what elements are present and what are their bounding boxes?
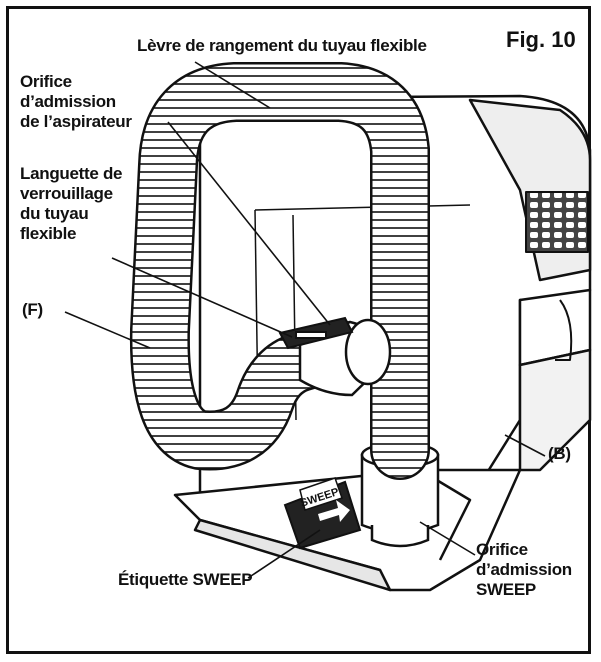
- label-line: Languette de: [20, 164, 123, 183]
- label-hose-lock-tab: Languette de verrouillage du tuyau flexi…: [20, 164, 122, 244]
- label-line: SWEEP: [476, 580, 536, 599]
- flex-hose: [129, 62, 430, 480]
- label-sweep-decal: Étiquette SWEEP: [118, 570, 253, 589]
- label-line: Orifice: [476, 540, 528, 559]
- label-sweep-intake: Orifice d’admission SWEEP: [476, 540, 572, 600]
- label-line: de l’aspirateur: [20, 112, 132, 131]
- label-line: du tuyau: [20, 204, 89, 223]
- label-line: d’admission: [476, 560, 572, 579]
- label-line: d’admission: [20, 92, 116, 111]
- sweep-decal: SWEEP: [283, 477, 362, 550]
- hose-lock-tab: [278, 316, 354, 350]
- label-b: (B): [548, 444, 571, 463]
- label-line: flexible: [20, 224, 77, 243]
- label-vacuum-intake: Orifice d’admission de l’aspirateur: [20, 72, 132, 132]
- figure-number: Fig. 10: [506, 27, 576, 52]
- label-hose-storage-lip: Lèvre de rangement du tuyau flexible: [137, 36, 427, 55]
- leader-lines: [64, 61, 546, 579]
- label-line: verrouillage: [20, 184, 113, 203]
- label-f: (F): [22, 300, 43, 319]
- label-line: Orifice: [20, 72, 72, 91]
